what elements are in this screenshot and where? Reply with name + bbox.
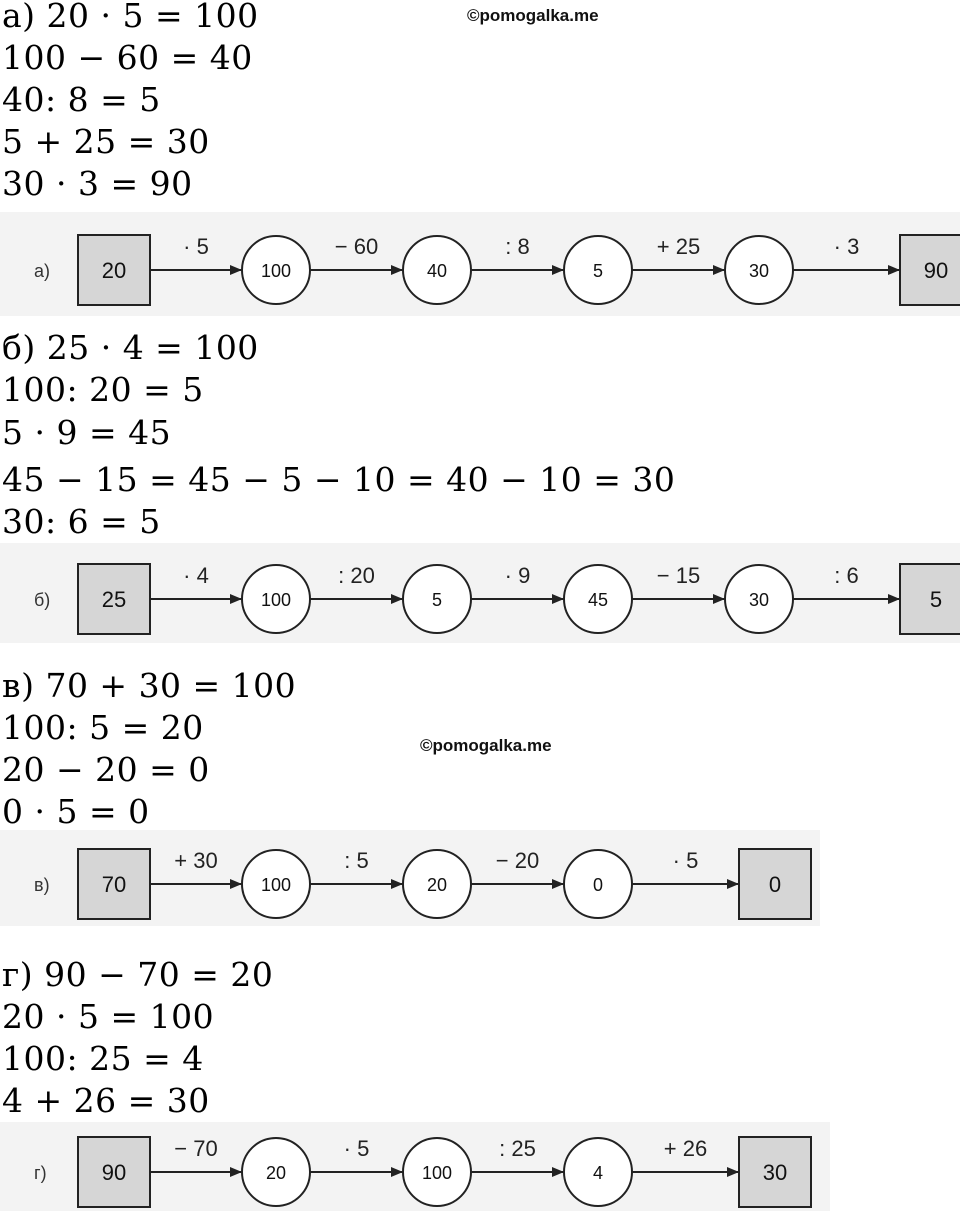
start-box (77, 848, 151, 920)
equation-line: 100 − 60 = 40 (2, 38, 253, 77)
operation-label: : 25 (499, 1136, 536, 1161)
end-box-value: 30 (763, 1160, 787, 1185)
circle-node-value: 45 (588, 590, 608, 610)
circle-node (402, 1137, 472, 1207)
chain-label: г) (34, 1163, 47, 1183)
equation-line: а) 20 · 5 = 100 (2, 0, 259, 35)
equation-line: 30 · 3 = 90 (2, 164, 193, 203)
operation-label: · 4 (183, 563, 209, 588)
end-box (899, 234, 960, 306)
chain-svg: в) + 30 : 5 − 20 · 5 70 100 20 0 0 (34, 848, 812, 920)
operation-label: + 26 (664, 1136, 707, 1161)
equation-line: 100: 20 = 5 (2, 370, 204, 409)
circle-node-value: 100 (422, 1163, 452, 1183)
operation-label: · 9 (505, 563, 531, 588)
end-box-value: 0 (769, 872, 781, 897)
circle-node (563, 235, 633, 305)
equation-line: 5 + 25 = 30 (2, 122, 210, 161)
start-box (77, 234, 151, 306)
equation-line: 45 − 15 = 45 − 5 − 10 = 40 − 10 = 30 (2, 460, 676, 499)
equation-line: в) 70 + 30 = 100 (2, 666, 297, 705)
operation-label: − 15 (657, 563, 700, 588)
circle-node-value: 30 (749, 590, 769, 610)
operation-label: : 20 (338, 563, 375, 588)
end-box (899, 563, 960, 635)
circle-node (241, 235, 311, 305)
equation-line: 5 · 9 = 45 (2, 413, 172, 452)
circle-node (563, 849, 633, 919)
operation-label: − 70 (174, 1136, 217, 1161)
circle-node (724, 564, 794, 634)
circle-node-value: 30 (749, 261, 769, 281)
operation-label: : 8 (505, 234, 529, 259)
start-box (77, 1136, 151, 1208)
chain-svg: б) · 4 : 20 · 9 − 15 : 6 25 100 5 45 30 5 (34, 563, 960, 635)
chain-diagram: а) · 5 − 60 : 8 + 25 · 3 20 100 40 5 30 90 (0, 212, 960, 316)
circle-node-value: 40 (427, 261, 447, 281)
equation-line: 20 − 20 = 0 (2, 750, 210, 789)
start-box-value: 70 (102, 872, 126, 897)
chain-diagram: б) · 4 : 20 · 9 − 15 : 6 25 100 5 45 30 5 (0, 543, 960, 643)
chain-diagram: г) − 70 · 5 : 25 + 26 90 20 100 4 30 (0, 1122, 830, 1211)
operation-label: · 5 (183, 234, 209, 259)
end-box-value: 90 (924, 258, 948, 283)
chain-svg: г) − 70 · 5 : 25 + 26 90 20 100 4 30 (34, 1136, 812, 1208)
operation-label: − 60 (335, 234, 378, 259)
start-box-value: 90 (102, 1160, 126, 1185)
start-box-value: 25 (102, 587, 126, 612)
circle-node (402, 235, 472, 305)
operation-label: · 3 (834, 234, 860, 259)
start-box (77, 563, 151, 635)
equation-line: г) 90 − 70 = 20 (2, 955, 274, 994)
circle-node (402, 564, 472, 634)
end-box (738, 848, 812, 920)
equation-line: 30: 6 = 5 (2, 502, 161, 541)
circle-node-value: 4 (593, 1163, 603, 1183)
circle-node-value: 20 (427, 875, 447, 895)
end-box-value: 5 (930, 587, 942, 612)
operation-label: · 5 (344, 1136, 370, 1161)
chain-label: в) (34, 875, 50, 895)
circle-node (563, 1137, 633, 1207)
circle-node-value: 0 (593, 875, 603, 895)
start-box-value: 20 (102, 258, 126, 283)
chain-label: б) (34, 590, 50, 610)
circle-node (402, 849, 472, 919)
circle-node (241, 849, 311, 919)
watermark: ©pomogalka.me (467, 6, 599, 25)
circle-node-value: 100 (261, 875, 291, 895)
circle-node-value: 5 (593, 261, 603, 281)
circle-node (724, 235, 794, 305)
circle-node-value: 100 (261, 261, 291, 281)
equation-line: 20 · 5 = 100 (2, 997, 215, 1036)
equation-line: 100: 5 = 20 (2, 708, 204, 747)
equation-line: 4 + 26 = 30 (2, 1081, 210, 1120)
equation-line: б) 25 · 4 = 100 (2, 328, 259, 367)
operation-label: : 6 (834, 563, 858, 588)
circle-node-value: 5 (432, 590, 442, 610)
operation-label: + 25 (657, 234, 700, 259)
circle-node (241, 564, 311, 634)
operation-label: : 5 (344, 848, 368, 873)
operation-label: + 30 (174, 848, 217, 873)
circle-node (563, 564, 633, 634)
chain-diagram: в) + 30 : 5 − 20 · 5 70 100 20 0 0 (0, 830, 820, 926)
equation-line: 0 · 5 = 0 (2, 792, 150, 831)
operation-label: − 20 (496, 848, 539, 873)
chain-svg: а) · 5 − 60 : 8 + 25 · 3 20 100 40 5 30 90 (34, 234, 960, 306)
chain-label: а) (34, 261, 50, 281)
circle-node (241, 1137, 311, 1207)
circle-node-value: 100 (261, 590, 291, 610)
operation-label: · 5 (673, 848, 699, 873)
equation-line: 100: 25 = 4 (2, 1039, 204, 1078)
end-box (738, 1136, 812, 1208)
circle-node-value: 20 (266, 1163, 286, 1183)
watermark: ©pomogalka.me (420, 736, 552, 755)
equation-line: 40: 8 = 5 (2, 80, 161, 119)
